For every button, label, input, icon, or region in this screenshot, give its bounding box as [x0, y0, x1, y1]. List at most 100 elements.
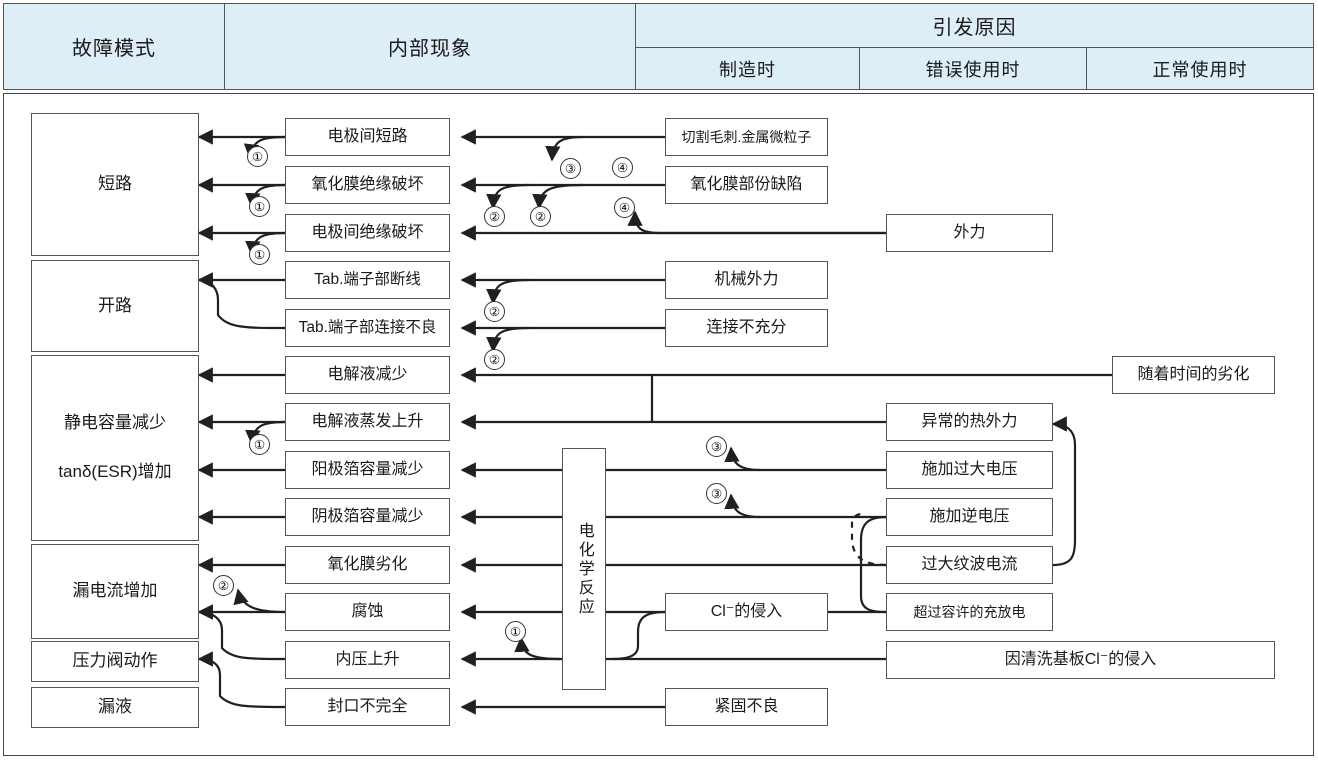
header-label-cause-group: 引发原因: [932, 17, 1017, 39]
marker-2-b: ②: [484, 301, 505, 322]
marker-label: ②: [534, 210, 547, 224]
marker-3-d: ③: [706, 483, 727, 504]
cause-label: 外力: [953, 224, 986, 242]
cause-external-force[interactable]: 外力: [886, 214, 1053, 252]
marker-1-b: ①: [249, 196, 270, 217]
internal-label: 电解液蒸发上升: [311, 413, 424, 431]
internal-label: Tab.端子部断线: [314, 270, 421, 288]
internal-label: 阳极箔容量减少: [311, 461, 424, 479]
header-label-failure-mode: 故障模式: [72, 38, 156, 60]
internal-anode-foil-capacitance-drop[interactable]: 阳极箔容量减少: [285, 451, 450, 489]
internal-label: 氧化膜绝缘破坏: [311, 176, 424, 194]
marker-label: ②: [217, 579, 230, 593]
marker-label: ②: [488, 210, 501, 224]
marker-label: ①: [253, 438, 266, 452]
internal-label: 电解液减少: [327, 366, 408, 384]
cause-cl-intrusion-from-board-cleaning[interactable]: 因清洗基板Cl⁻的侵入: [886, 641, 1275, 679]
internal-inter-electrode-insulation-breakdown[interactable]: 电极间绝缘破坏: [285, 214, 450, 252]
failure-mode-label: 压力阀动作: [72, 651, 158, 671]
cause-label: 超过容许的充放电: [913, 603, 1026, 620]
cause-overvoltage-applied[interactable]: 施加过大电压: [886, 451, 1053, 489]
failure-mode-capacitance-drop[interactable]: 静电容量减少 tanδ(ESR)增加: [31, 355, 199, 541]
internal-cathode-foil-capacitance-drop[interactable]: 阴极箔容量减少: [285, 498, 450, 536]
internal-internal-pressure-rise[interactable]: 内压上升: [285, 641, 450, 679]
internal-oxide-film-degradation[interactable]: 氧化膜劣化: [285, 546, 450, 584]
cause-label: Cl⁻的侵入: [710, 603, 783, 621]
internal-tab-terminal-break[interactable]: Tab.端子部断线: [285, 261, 450, 299]
marker-label: ③: [710, 440, 723, 454]
internal-electrolyte-decrease[interactable]: 电解液减少: [285, 356, 450, 394]
header-label-normal-use: 正常使用时: [1152, 59, 1248, 80]
failure-mode-label: 漏液: [98, 697, 132, 717]
failure-mode-label: 漏电流增加: [72, 581, 158, 601]
electrochemical-reaction-label: 电化学反应: [575, 521, 593, 617]
failure-mode-leakage-current[interactable]: 漏电流增加: [31, 544, 199, 639]
header-cell-failure-mode: 故障模式: [3, 3, 225, 90]
cause-label: 施加逆电压: [929, 508, 1010, 526]
internal-electrolyte-evaporation[interactable]: 电解液蒸发上升: [285, 403, 450, 441]
marker-3-b: ②: [530, 206, 551, 227]
electrochemical-reaction-box[interactable]: 电化学反应: [562, 448, 606, 690]
cause-label: 机械外力: [714, 271, 779, 289]
header-cell-cause-group: 引发原因: [635, 3, 1314, 48]
marker-1-e: ①: [505, 621, 526, 642]
cause-label: 随着时间的劣化: [1137, 366, 1250, 384]
marker-label: ①: [253, 248, 266, 262]
cause-abnormal-thermal-force[interactable]: 异常的热外力: [886, 403, 1053, 441]
cause-label: 因清洗基板Cl⁻的侵入: [1004, 651, 1157, 669]
internal-oxide-insulation-breakdown[interactable]: 氧化膜绝缘破坏: [285, 166, 450, 204]
marker-label: ②: [488, 305, 501, 319]
header-label-internal-phenomena: 内部现象: [388, 38, 472, 60]
marker-2-a: ②: [484, 206, 505, 227]
cause-label: 氧化膜部份缺陷: [690, 176, 803, 194]
internal-label: 内压上升: [335, 651, 400, 669]
marker-label: ③: [564, 162, 577, 176]
cause-mechanical-external-force[interactable]: 机械外力: [665, 261, 828, 299]
header-label-manufacturing: 制造时: [719, 59, 776, 80]
cause-label: 连接不充分: [706, 319, 787, 337]
marker-label: ④: [616, 161, 629, 175]
failure-mode-open-circuit[interactable]: 开路: [31, 260, 199, 352]
failure-mode-pressure-valve[interactable]: 压力阀动作: [31, 641, 199, 682]
failure-mode-label-tandelta: tanδ(ESR)增加: [58, 462, 172, 481]
internal-label: 腐蚀: [351, 603, 384, 621]
failure-mode-label: 开路: [98, 295, 132, 315]
cause-reverse-voltage-applied[interactable]: 施加逆电压: [886, 498, 1053, 536]
cause-oxide-film-partial-defect[interactable]: 氧化膜部份缺陷: [665, 166, 828, 204]
marker-1-a: ①: [247, 146, 268, 167]
failure-mode-short-circuit[interactable]: 短路: [31, 113, 199, 256]
header-cell-manufacturing: 制造时: [635, 47, 860, 90]
cause-label: 紧固不良: [714, 698, 779, 716]
marker-label: ①: [251, 150, 264, 164]
internal-incomplete-sealing[interactable]: 封口不完全: [285, 688, 450, 726]
marker-3-a: ③: [560, 158, 581, 179]
internal-corrosion[interactable]: 腐蚀: [285, 593, 450, 631]
internal-label: 阴极箔容量减少: [311, 508, 424, 526]
cause-cutting-burr[interactable]: 切割毛刺.金属微粒子: [665, 118, 828, 156]
marker-2-d: ②: [213, 575, 234, 596]
cause-fastening-defect[interactable]: 紧固不良: [665, 688, 828, 726]
failure-mode-liquid-leak[interactable]: 漏液: [31, 687, 199, 728]
internal-tab-terminal-poor-connection[interactable]: Tab.端子部连接不良: [285, 309, 450, 347]
cause-over-rated-charge-discharge[interactable]: 超过容许的充放电: [886, 593, 1053, 631]
cause-label: 异常的热外力: [921, 413, 1018, 431]
header-label-misuse: 错误使用时: [925, 59, 1021, 80]
internal-label: Tab.端子部连接不良: [298, 318, 437, 336]
marker-1-c: ①: [249, 244, 270, 265]
cause-insufficient-connection[interactable]: 连接不充分: [665, 309, 828, 347]
failure-mode-label: 短路: [98, 174, 132, 194]
internal-label: 电极间短路: [327, 128, 408, 146]
marker-label: ③: [710, 487, 723, 501]
cause-excessive-ripple-current[interactable]: 过大纹波电流: [886, 546, 1053, 584]
marker-label: ①: [509, 625, 522, 639]
failure-mode-label-capacitance: 静电容量减少: [64, 413, 166, 433]
internal-label: 氧化膜劣化: [327, 556, 408, 574]
cause-time-degradation[interactable]: 随着时间的劣化: [1112, 356, 1275, 394]
cause-cl-ion-intrusion[interactable]: Cl⁻的侵入: [665, 593, 828, 631]
internal-label: 电极间绝缘破坏: [311, 224, 424, 242]
marker-4-a: ④: [612, 157, 633, 178]
header-cell-misuse: 错误使用时: [859, 47, 1087, 90]
internal-inter-electrode-short[interactable]: 电极间短路: [285, 118, 450, 156]
